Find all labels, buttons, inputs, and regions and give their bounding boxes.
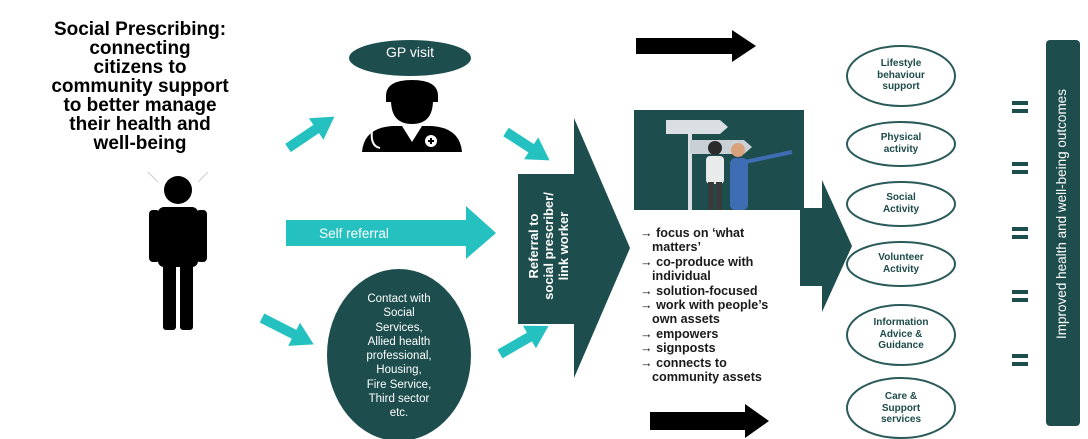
worker-point: matters’ (652, 240, 701, 255)
worker-point: community assets (652, 370, 762, 385)
arrow-to-gp (285, 116, 335, 153)
contact-line: Housing, (376, 364, 422, 377)
worker-point: → work with people’s (640, 298, 769, 313)
outcome-care: Care & Support services (846, 391, 956, 426)
result-bar (1046, 40, 1080, 426)
doctor-icon (362, 80, 462, 152)
page-title: Social Prescribing: connecting citizens … (10, 20, 270, 153)
outcome-lifestyle: Lifestyle behaviour support (846, 58, 956, 93)
result-label: Improved health and well-being outcomes (1054, 89, 1069, 339)
worker-point: → signposts (640, 341, 716, 356)
outcome-information: Information Advice & Guidance (846, 317, 956, 352)
referral-line: social prescriber/ (541, 192, 556, 300)
top-black-arrow (636, 30, 756, 62)
outcome-physical: Physical activity (846, 132, 956, 155)
title-line: citizens to (93, 57, 187, 78)
referral-shape (518, 118, 630, 378)
outcome-line: activity (883, 143, 919, 155)
contact-line: Social (383, 307, 415, 320)
self-referral-arrow (286, 206, 496, 259)
title-line: community support (51, 76, 229, 97)
contact-line: Third sector (368, 393, 430, 406)
outcome-ellipses (846, 45, 956, 439)
outcome-line: behaviour (877, 69, 925, 81)
worker-point: individual (652, 269, 711, 284)
contact-line: Fire Service, (366, 378, 432, 391)
worker-points: → focus on ‘what matters’ → co-produce w… (640, 226, 820, 384)
contact-line: professional, (366, 350, 432, 363)
gp-visit-label: GP visit (386, 44, 434, 60)
outcome-line: Activity (882, 263, 920, 275)
outcome-line: support (882, 81, 920, 92)
contact-line: Services, (375, 321, 423, 334)
outcome-line: Care & (884, 391, 918, 402)
outcome-line: Information (873, 317, 929, 328)
person-icon (149, 176, 207, 330)
arrow-to-contact (259, 313, 314, 346)
outcome-social: Social Activity (846, 192, 956, 215)
title-line: Social Prescribing: (53, 19, 227, 40)
outcome-line: Lifestyle (880, 58, 922, 69)
outcome-line: Volunteer (878, 252, 924, 263)
faint-line (197, 171, 209, 183)
outcome-line: Support (881, 402, 921, 414)
contact-line: Contact with (367, 293, 431, 305)
worker-point: own assets (652, 312, 720, 327)
title-line: their health and (69, 114, 211, 135)
faint-line (147, 171, 159, 183)
bottom-black-arrow (650, 404, 769, 438)
outcome-line: Physical (880, 132, 922, 143)
referral-line: Referral to (526, 213, 541, 279)
title-line: well-being (93, 133, 187, 154)
worker-point: → empowers (640, 326, 719, 341)
contact-oval (327, 269, 471, 439)
referral-line: link worker (556, 211, 571, 281)
arrow-gp-to-referral (503, 127, 550, 161)
worker-point: → connects to (640, 355, 727, 370)
signpost-image (634, 110, 804, 210)
referral-text: Referral to social prescriber/ link work… (526, 171, 571, 321)
outcome-line: Social (886, 192, 916, 203)
outcome-line: Guidance (878, 340, 924, 351)
title-line: to better manage (63, 95, 217, 116)
outcome-volunteer: Volunteer Activity (846, 252, 956, 275)
contact-line: Allied health (367, 335, 431, 348)
equals-icons (1012, 101, 1028, 366)
title-line: connecting (89, 38, 191, 59)
to-outcomes-arrow (800, 180, 852, 312)
self-referral-label: Self referral (319, 226, 389, 241)
worker-point: → co-produce with (640, 254, 754, 269)
outcome-line: Activity (882, 203, 920, 215)
contact-text: Contact with Social Services, Allied hea… (334, 292, 464, 421)
outcome-line: services (880, 414, 922, 425)
outcome-line: Advice & (879, 328, 923, 340)
worker-point: → solution-focused (640, 283, 758, 298)
contact-line: etc. (389, 407, 409, 420)
worker-point: → focus on ‘what (640, 226, 745, 240)
arrow-contact-to-referral (497, 325, 549, 359)
gp-visit-oval (349, 40, 471, 76)
